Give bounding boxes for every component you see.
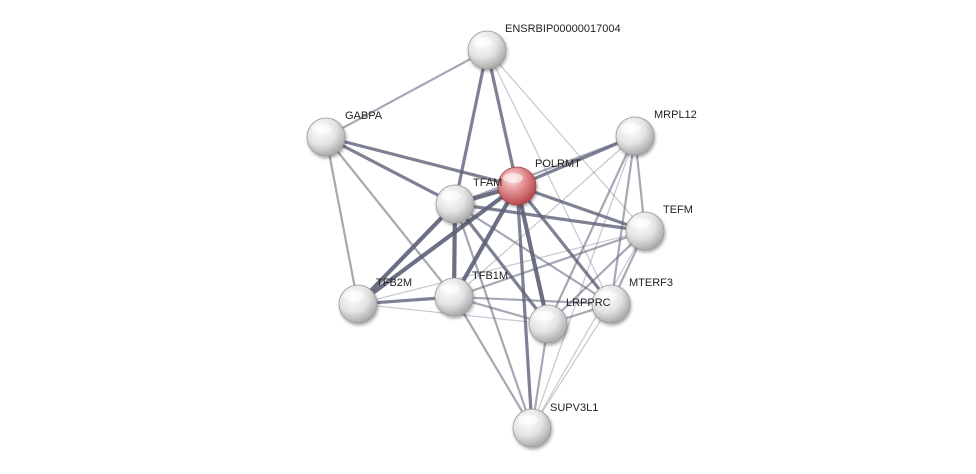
edge-tefm-supv3l1 xyxy=(531,230,646,429)
node-label-gabpa: GABPA xyxy=(345,110,383,122)
node-label-ensrbip00000017004: ENSRBIP00000017004 xyxy=(505,23,621,35)
edge-tfam-tefm xyxy=(453,202,647,233)
edge-mrpl12-mterf3 xyxy=(609,134,637,306)
edge-gabpa-tfb1m xyxy=(324,135,456,299)
node-highlight-polrmt xyxy=(503,173,523,183)
edge-ensrbip00000017004-mterf3 xyxy=(486,49,612,305)
node-tfb2m[interactable]: TFB2M xyxy=(338,277,412,324)
edge-tefm-tfb2m xyxy=(357,230,646,305)
node-polrmt[interactable]: POLRMT xyxy=(497,158,581,206)
node-sphere-supv3l1[interactable] xyxy=(512,408,552,448)
edge-mrpl12-supv3l1 xyxy=(531,135,636,429)
node-tfam[interactable]: TFAM xyxy=(435,177,502,224)
edge-polrmt-mterf3 xyxy=(515,184,613,306)
edge-tefm-tfb1m xyxy=(452,229,647,299)
node-highlight-ensrbip00000017004 xyxy=(473,37,493,47)
node-label-tfb1m: TFB1M xyxy=(472,270,508,282)
edge-tfam-lrpprc xyxy=(453,202,550,326)
node-mrpl12[interactable]: MRPL12 xyxy=(615,109,697,156)
edge-tfam-supv3l1 xyxy=(453,202,534,430)
node-label-lrpprc: LRPPRC xyxy=(566,297,611,309)
node-highlight-mterf3 xyxy=(597,291,617,301)
node-highlight-lrpprc xyxy=(534,311,554,321)
node-highlight-tfam xyxy=(441,191,461,201)
edge-ensrbip00000017004-polrmt xyxy=(485,48,519,188)
edge-polrmt-tefm xyxy=(515,184,647,233)
node-mterf3[interactable]: MTERF3 xyxy=(591,277,673,324)
edge-tfb1m-supv3l1 xyxy=(452,295,534,430)
node-sphere-tefm[interactable] xyxy=(625,211,665,251)
edge-tfam-tfb2m xyxy=(355,201,458,307)
node-highlight-supv3l1 xyxy=(518,415,538,425)
node-label-polrmt: POLRMT xyxy=(535,158,581,170)
node-highlight-tefm xyxy=(631,218,651,228)
node-highlight-tfb1m xyxy=(440,284,460,294)
node-sphere-gabpa[interactable] xyxy=(306,117,346,157)
edge-ensrbip00000017004-tfam xyxy=(453,48,489,206)
node-sphere-tfam[interactable] xyxy=(435,184,475,224)
node-tfb1m[interactable]: TFB1M xyxy=(434,270,508,317)
edge-tefm-lrpprc xyxy=(546,229,647,326)
node-sphere-ensrbip00000017004[interactable] xyxy=(467,30,507,70)
node-tefm[interactable]: TEFM xyxy=(625,204,693,251)
node-sphere-tfb1m[interactable] xyxy=(434,277,474,317)
node-label-mrpl12: MRPL12 xyxy=(654,109,697,121)
node-sphere-polrmt[interactable] xyxy=(497,166,537,206)
node-highlight-gabpa xyxy=(312,124,332,134)
node-highlight-tfb2m xyxy=(344,291,364,301)
node-label-tfam: TFAM xyxy=(473,177,502,189)
edges-layer xyxy=(324,48,647,430)
node-label-tefm: TEFM xyxy=(663,204,693,216)
node-supv3l1[interactable]: SUPV3L1 xyxy=(512,402,598,448)
node-sphere-lrpprc[interactable] xyxy=(528,304,568,344)
node-label-mterf3: MTERF3 xyxy=(629,277,673,289)
node-lrpprc[interactable]: LRPPRC xyxy=(528,297,611,344)
node-label-tfb2m: TFB2M xyxy=(376,277,412,289)
node-gabpa[interactable]: GABPA xyxy=(306,110,383,157)
edge-ensrbip00000017004-gabpa xyxy=(324,48,489,139)
edge-polrmt-tfb2m xyxy=(355,183,520,307)
node-label-supv3l1: SUPV3L1 xyxy=(550,402,598,414)
node-ensrbip00000017004[interactable]: ENSRBIP00000017004 xyxy=(467,23,621,70)
edge-gabpa-polrmt xyxy=(324,135,519,188)
edge-tfb1m-mterf3 xyxy=(452,295,613,306)
edge-mrpl12-lrpprc xyxy=(546,134,637,326)
edge-polrmt-supv3l1 xyxy=(515,184,534,430)
edge-mrpl12-tfam xyxy=(453,134,637,206)
node-highlight-mrpl12 xyxy=(621,123,641,133)
node-sphere-mrpl12[interactable] xyxy=(615,116,655,156)
edge-ensrbip00000017004-tefm xyxy=(486,49,646,232)
edge-gabpa-tfb2m xyxy=(324,135,360,306)
edge-gabpa-tfam xyxy=(324,135,457,206)
node-sphere-tfb2m[interactable] xyxy=(338,284,378,324)
edge-mterf3-supv3l1 xyxy=(531,303,612,429)
